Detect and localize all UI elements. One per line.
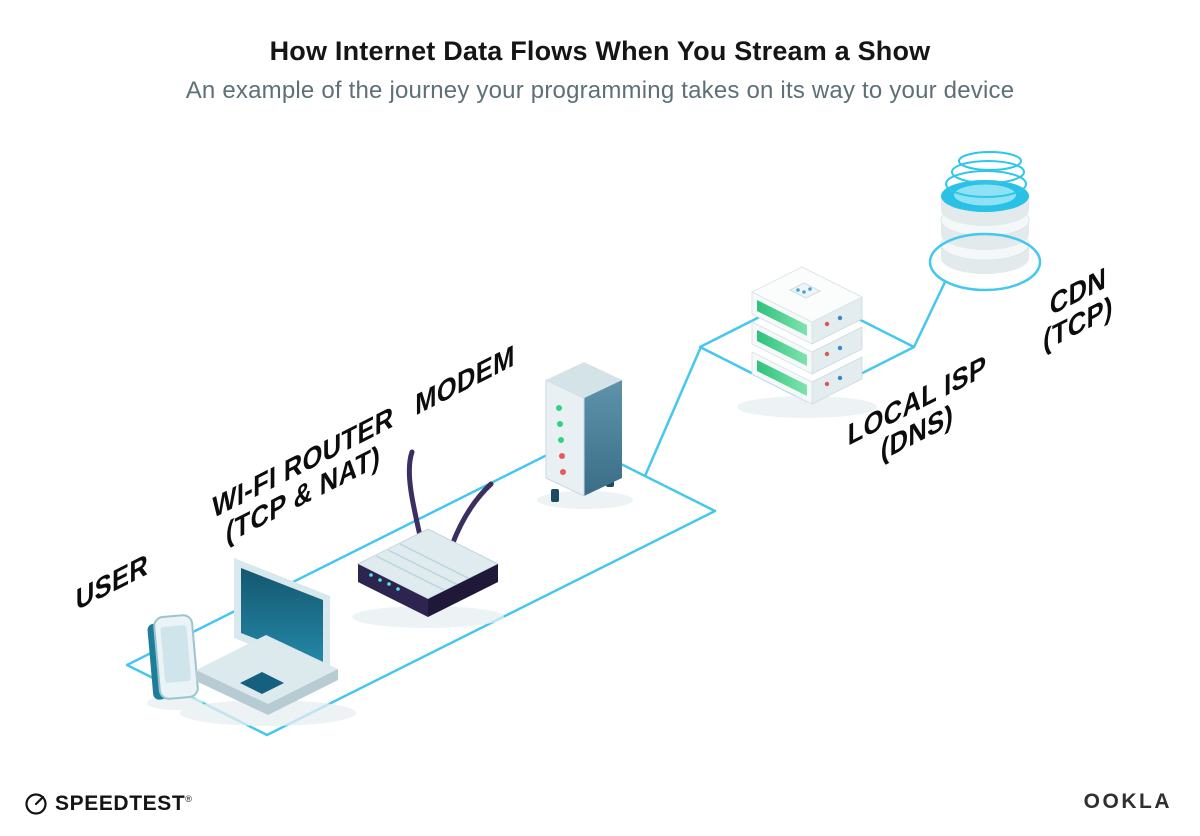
speedtest-gauge-icon <box>25 793 47 815</box>
page-subtitle: An example of the journey your programmi… <box>185 77 1015 104</box>
ookla-wordmark: OOKLA <box>1083 790 1172 813</box>
cdn-ring <box>928 232 1042 292</box>
page-title: How Internet Data Flows When You Stream … <box>269 36 931 66</box>
speedtest-wordmark: SPEEDTEST® <box>55 792 193 816</box>
flow-connector-2 <box>912 280 947 349</box>
speedtest-wordmark-text: SPEEDTEST <box>55 792 186 815</box>
phone-icon <box>147 614 199 700</box>
footer: SPEEDTEST® OOKLA <box>0 782 1200 816</box>
modem-icon <box>545 362 622 502</box>
speedtest-logo: SPEEDTEST® <box>24 792 193 816</box>
cdn-database-icon <box>928 151 1042 292</box>
header: How Internet Data Flows When You Stream … <box>0 36 1200 105</box>
server-stack-icon <box>750 266 864 405</box>
flow-connector-1 <box>643 347 702 478</box>
laptop-icon <box>196 558 338 715</box>
speedtest-trademark: ® <box>185 794 193 804</box>
router-icon <box>356 449 500 617</box>
